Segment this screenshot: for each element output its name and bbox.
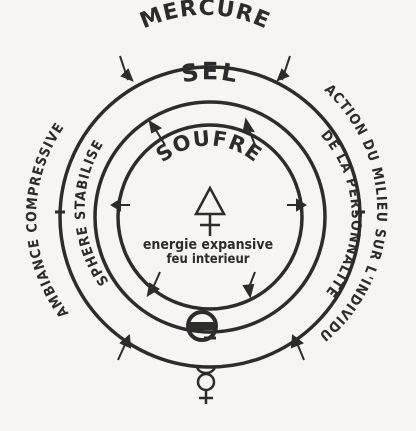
center-line-2: feu interieur bbox=[166, 252, 249, 267]
center-line-1: energie expansive bbox=[143, 237, 273, 253]
inner-ring bbox=[116, 123, 304, 311]
inner-arrows bbox=[110, 117, 307, 299]
middle-ring bbox=[93, 100, 327, 334]
outer-ring bbox=[58, 65, 362, 369]
sulphur-symbol-icon bbox=[193, 185, 227, 236]
outer-left-label: AMBIANCE COMPRESSIVE bbox=[24, 120, 72, 321]
mercure-label: MERCURE bbox=[137, 0, 274, 34]
mercury-symbol-icon bbox=[195, 365, 217, 404]
sel-label: SEL bbox=[179, 57, 241, 88]
outer-arrows bbox=[117, 55, 305, 361]
salt-symbol-icon bbox=[186, 310, 218, 342]
